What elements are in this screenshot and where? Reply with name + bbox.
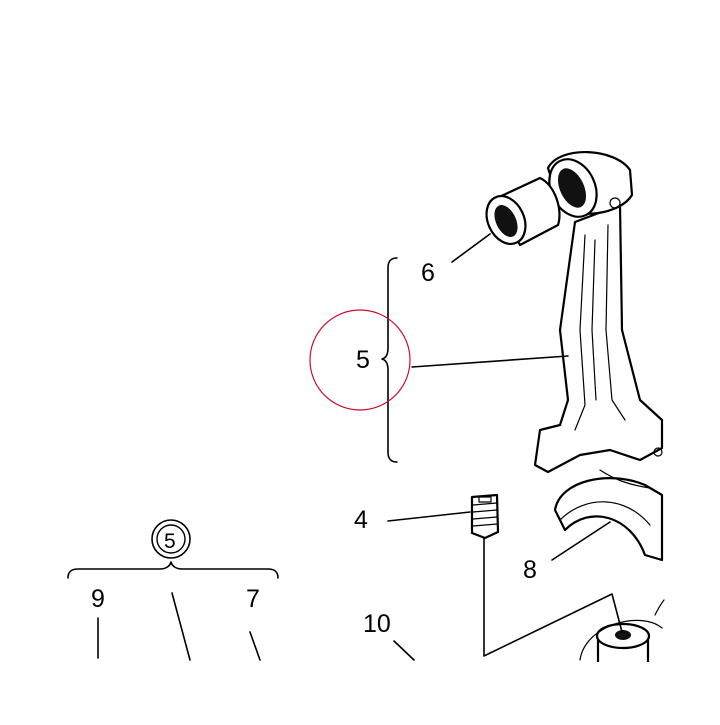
- callout-9: 9: [91, 585, 105, 613]
- bolt: [470, 493, 500, 540]
- connecting-rod: [533, 150, 664, 562]
- highlight-circle: [309, 309, 411, 411]
- leader-lines: [97, 233, 623, 661]
- callout-5-small: 5: [164, 530, 176, 553]
- bushing: [485, 176, 561, 247]
- pin-fragment: [579, 599, 665, 662]
- callout-8: 8: [523, 556, 537, 584]
- callout-10: 10: [363, 610, 391, 638]
- callout-5: 5: [356, 346, 370, 374]
- callout-4: 4: [354, 506, 368, 534]
- callout-6: 6: [421, 259, 435, 287]
- group-bracket-horizontal: [67, 561, 279, 579]
- callout-7: 7: [246, 585, 260, 613]
- group-marker-inner: [156, 524, 186, 554]
- group-marker-outer: [151, 519, 191, 559]
- group-bracket-vertical: [381, 257, 398, 463]
